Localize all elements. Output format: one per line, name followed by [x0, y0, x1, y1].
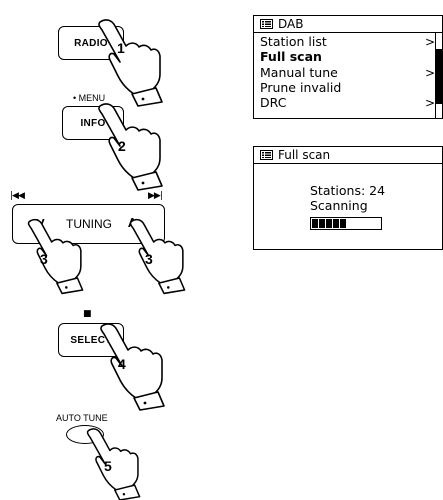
menu-item-full-scan[interactable]: Full scan — [260, 49, 322, 64]
menu-item-station-list[interactable]: Station list — [260, 34, 327, 49]
scan-status: Scanning — [310, 198, 368, 213]
submenu-arrow-icon: > — [425, 35, 435, 50]
step-number-1: 1 — [117, 40, 125, 56]
step-number-3-right: 3 — [145, 251, 153, 267]
progress-segment — [326, 219, 332, 228]
scan-progress-bar — [310, 217, 382, 230]
menu-item-drc[interactable]: DRC — [260, 95, 286, 110]
hand-pointer-icon — [98, 318, 168, 410]
menu-list-icon — [260, 19, 273, 29]
lcd-title-bar: DAB — [254, 16, 442, 33]
next-track-icon: ▶▶| — [148, 191, 162, 201]
autotune-label: AUTO TUNE — [56, 413, 108, 423]
scan-progress-fill — [312, 219, 346, 228]
submenu-arrow-icon: > — [425, 66, 435, 81]
progress-segment — [312, 219, 318, 228]
hand-pointer-icon — [96, 98, 166, 190]
step-number-3-left: 3 — [40, 251, 48, 267]
hand-pointer-icon — [96, 14, 166, 106]
progress-segment — [333, 219, 339, 228]
menu-list-icon — [260, 150, 273, 160]
stop-icon: ■ — [83, 309, 92, 319]
previous-track-icon: |◀◀ — [10, 191, 24, 201]
step-number-5: 5 — [104, 458, 112, 474]
lcd-menu-screen: DAB Station list > Full scan Manual tune… — [253, 15, 443, 119]
lcd-menu-title: DAB — [278, 16, 303, 32]
progress-segment — [319, 219, 325, 228]
lcd-scan-title: Full scan — [278, 147, 330, 163]
menu-item-manual-tune[interactable]: Manual tune — [260, 65, 338, 80]
progress-segment — [340, 219, 346, 228]
step-number-2: 2 — [118, 138, 126, 154]
hand-pointer-icon — [84, 424, 144, 500]
hand-pointer-icon — [26, 212, 86, 296]
lcd-scan-screen: Full scan Stations: 24 Scanning — [253, 146, 443, 250]
stations-count: Stations: 24 — [310, 183, 385, 198]
step-number-4: 4 — [118, 356, 126, 372]
menu-item-prune-invalid[interactable]: Prune invalid — [260, 80, 341, 95]
scrollbar-thumb[interactable] — [436, 49, 443, 104]
lcd-title-bar: Full scan — [254, 147, 442, 164]
hand-pointer-icon — [128, 212, 188, 296]
submenu-arrow-icon: > — [425, 96, 435, 111]
